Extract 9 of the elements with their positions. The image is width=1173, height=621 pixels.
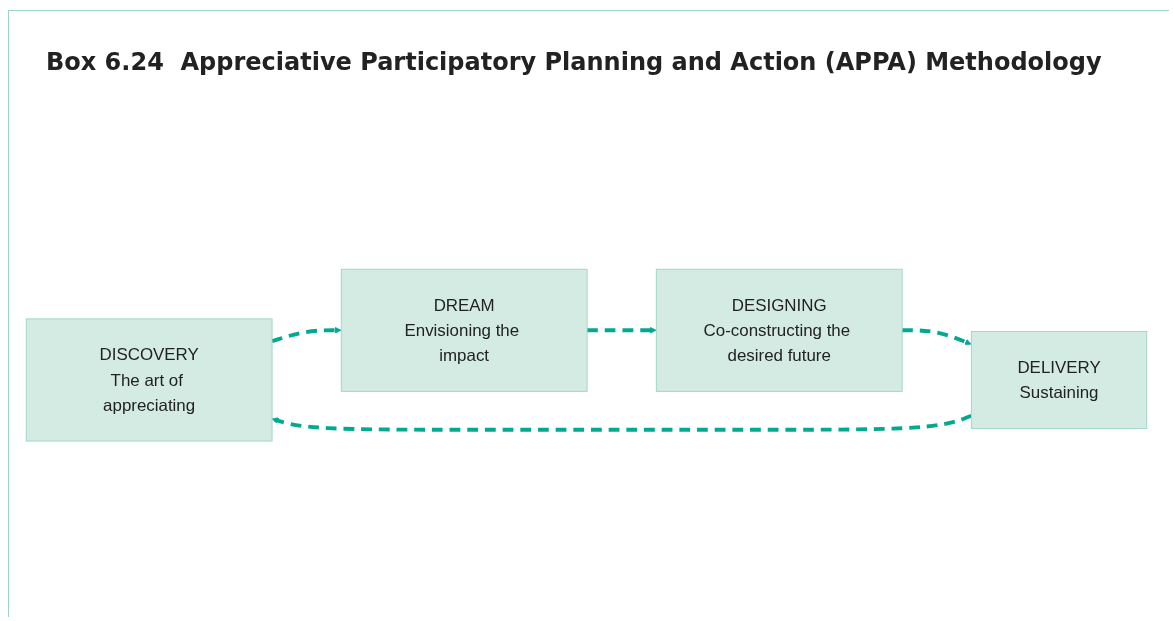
arrow [271, 413, 973, 432]
diagram-title: Box 6.24 Appreciative Participatory Planning and Action (APPA) Methodology [46, 48, 1102, 76]
node-box: DREAM Envisioning the impact [340, 268, 588, 392]
arrow [271, 326, 342, 343]
node-box: DESIGNING Co-constructing the desired future [655, 268, 903, 392]
arrow [902, 328, 972, 345]
arrow [587, 326, 657, 334]
node-box: DELIVERY Sustaining [970, 331, 1148, 429]
node-box: DISCOVERY The art of appreciating [25, 318, 273, 442]
